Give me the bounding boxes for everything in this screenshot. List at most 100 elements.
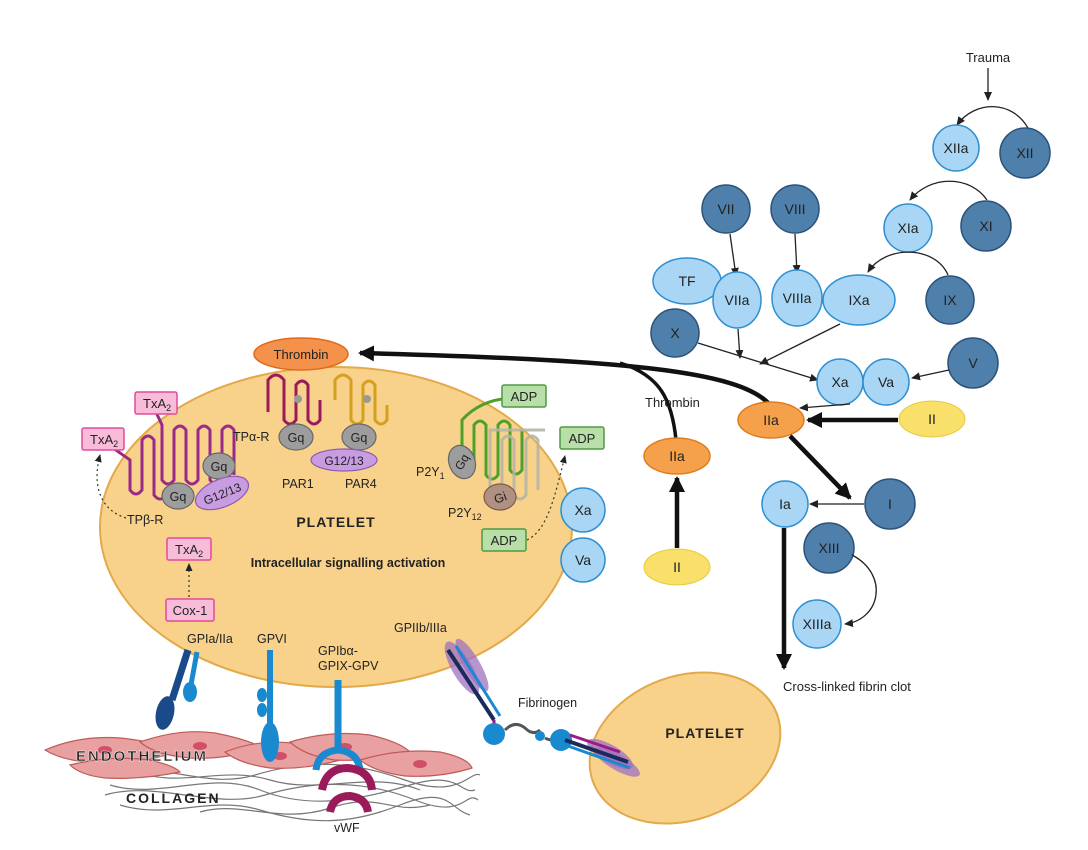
factor-ia: Ia [761,480,809,528]
par4-receptor [333,373,389,426]
factor-ii: II [898,400,966,438]
factor-ix: IX [925,275,975,325]
va-on-platelet: Va [560,537,606,583]
svg-text:XIa: XIa [897,220,918,236]
gq-protein-tp1: Gq [161,482,195,510]
iia-left-to-thrombin-arrow [619,361,678,441]
svg-text:TxA2: TxA2 [175,542,203,559]
svg-text:Gq: Gq [351,431,368,445]
factor-tf: TF [652,257,722,305]
gpvi-label: GPVI [257,632,287,646]
vwf-molecule [318,763,376,813]
par4-label: PAR4 [345,477,377,491]
gpiib-iiia-receptor [444,638,502,732]
gi-protein-p2y12: Gi [483,483,517,511]
adp-bottom-box: ADP [481,528,527,552]
xii-to-xiia-arrow [956,106,1029,129]
svg-text:Gq: Gq [211,460,228,474]
svg-text:ADP: ADP [491,533,518,548]
factor-iia: IIa [737,401,805,439]
svg-text:Va: Va [878,374,894,390]
factor-xia: XIa [883,203,933,253]
svg-text:IX: IX [943,292,957,308]
svg-text:G12/13: G12/13 [324,454,364,468]
gpia-iia-receptor [155,648,200,730]
svg-text:XII: XII [1016,145,1033,161]
signalling-label: Intracellular signalling activation [251,556,446,570]
endothelium-label: ENDOTHELIUM [76,748,208,765]
x-to-xa-arrow [697,342,819,382]
svg-text:Gi: Gi [492,489,509,506]
factor-xii: XII [999,127,1051,179]
par1-label: PAR1 [282,477,314,491]
svg-text:II: II [928,411,936,427]
viii-to-viiia-arrow [792,233,801,274]
svg-text:XIII: XIII [818,540,839,556]
adp-right-box: ADP [559,426,605,450]
txa2-mid-box: TxA2 [166,537,212,561]
ix-to-ixa-arrow [867,251,949,276]
vwf-label: vWF [334,821,360,835]
par1-receptor [266,373,322,426]
clot-label: Cross-linked fibrin clot [783,679,911,694]
svg-text:Gq: Gq [452,452,472,473]
svg-text:TxA2: TxA2 [143,396,171,413]
factor-i: I [864,478,916,530]
factor-xiia: XIIa [932,124,980,172]
gpiib-label: GPIIb/IIIa [394,621,447,635]
txa2-left-box: TxA2 [81,427,125,451]
svg-text:ADP: ADP [511,389,538,404]
trauma-label: Trauma [966,50,1011,65]
endothelium-cells [43,731,473,779]
g1213-protein-par: G12/13 [310,448,378,472]
platelet-title: PLATELET [296,514,375,530]
factor-viiia: VIIIa [771,269,823,327]
svg-text:VIIa: VIIa [725,292,750,308]
factor-viii: VIII [770,184,820,234]
svg-text:II: II [673,559,681,575]
thrombin-pill: Thrombin [253,337,349,371]
tpa-r-label: TPα-R [233,430,269,444]
factor-ii-left: II [643,548,711,586]
gq-protein-par4: Gq [341,423,377,451]
svg-text:XIIa: XIIa [944,140,969,156]
iia-to-thrombin-arrow [358,345,772,407]
factor-xa: Xa [816,358,864,406]
svg-text:ADP: ADP [569,431,596,446]
txa2-top-box: TxA2 [134,391,178,415]
svg-text:IXa: IXa [848,292,869,308]
adp-release-arrow [526,455,567,541]
gq-protein-par1: Gq [278,423,314,451]
fibrinogen-molecule [483,723,572,751]
xi-to-xia-arrow [909,180,988,201]
factor-va: Va [862,358,910,406]
gpib-label-2: GPIX-GPV [318,659,379,673]
factor-ixa: IXa [822,274,896,326]
svg-text:VIIIa: VIIIa [783,290,812,306]
gpia-label: GPIa/IIa [187,632,233,646]
svg-text:Va: Va [575,552,591,568]
svg-text:TxA2: TxA2 [90,432,118,449]
factor-iia-left: IIa [643,437,711,475]
iia-to-i-arrow [788,434,852,500]
factor-v: V [947,337,999,389]
viia-to-xa-arrow [735,328,744,359]
svg-text:Thrombin: Thrombin [274,347,329,362]
svg-text:V: V [968,355,978,371]
svg-text:XI: XI [979,218,992,234]
ixa-to-xa-arrow [759,323,841,365]
svg-text:Gq: Gq [170,490,187,504]
factor-xi: XI [960,200,1012,252]
tpb-r-label: TPβ-R [127,513,163,527]
svg-text:X: X [670,325,680,341]
factor-vii: VII [701,184,751,234]
p2y1-label: P2Y1 [416,465,445,481]
svg-text:Ia: Ia [779,496,791,512]
second-platelet-title: PLATELET [665,725,744,741]
factor-xiiia: XIIIa [792,599,842,649]
svg-text:Gq: Gq [288,431,305,445]
gpiib-iiia-second [564,733,640,777]
svg-text:Xa: Xa [574,502,591,518]
tpb-receptor [112,434,168,501]
